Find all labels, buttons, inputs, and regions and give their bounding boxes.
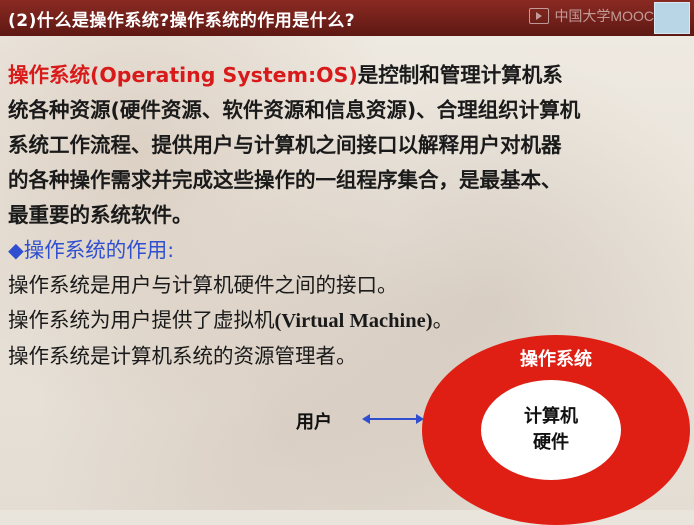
video-icon [529, 8, 550, 24]
hardware-label-line-2: 硬件 [533, 432, 569, 453]
user-label: 用户 [296, 412, 332, 433]
virtual-machine-english: (Virtual Machine) [274, 310, 433, 332]
role-item-vm-text: 操作系统为用户提供了虚拟机 [8, 308, 275, 332]
slide-body: 操作系统(Operating System:OS)是控制和管理计算机系 统各种资… [8, 58, 688, 374]
hardware-label-line-1: 计算机 [524, 406, 578, 427]
definition-line-5: 最重要的系统软件。 [8, 203, 193, 227]
mooc-watermark: 中国大学MOOC [529, 6, 654, 26]
watermark-text: 中国大学MOOC [554, 8, 654, 24]
slide-header: (2)什么是操作系统?操作系统的作用是什么? 中国大学MOOC [0, 0, 694, 36]
role-item-virtual-machine: 操作系统为用户提供了虚拟机(Virtual Machine)。 [8, 303, 688, 339]
bidirectional-arrow-icon [362, 414, 424, 424]
role-item-vm-end: 。 [432, 308, 454, 332]
definition-line-4: 的各种操作需求并完成这些操作的一组程序集合，是最基本、 [8, 168, 562, 192]
definition-term: 操作系统(Operating System:OS) [8, 63, 358, 87]
role-item-resource-manager: 操作系统是计算机系统的资源管理者。 [8, 344, 357, 368]
hardware-core: 计算机 硬件 [481, 380, 621, 480]
os-label: 操作系统 [520, 349, 592, 370]
instructor-thumbnail [654, 2, 690, 34]
diamond-bullet-icon: ◆ [8, 238, 24, 262]
definition-line-3: 系统工作流程、提供用户与计算机之间接口以解释用户对机器 [8, 133, 562, 157]
definition-line-1: 操作系统(Operating System:OS)是控制和管理计算机系 [8, 58, 688, 93]
definition-text: 是控制和管理计算机系 [357, 63, 563, 87]
slide-title: (2)什么是操作系统?操作系统的作用是什么? [8, 10, 356, 31]
roles-heading-text: 操作系统的作用: [23, 238, 175, 262]
roles-heading: ◆操作系统的作用: [8, 233, 688, 268]
role-item-interface: 操作系统是用户与计算机硬件之间的接口。 [8, 273, 398, 297]
definition-line-2: 统各种资源(硬件资源、软件资源和信息资源)、合理组织计算机 [8, 98, 581, 122]
